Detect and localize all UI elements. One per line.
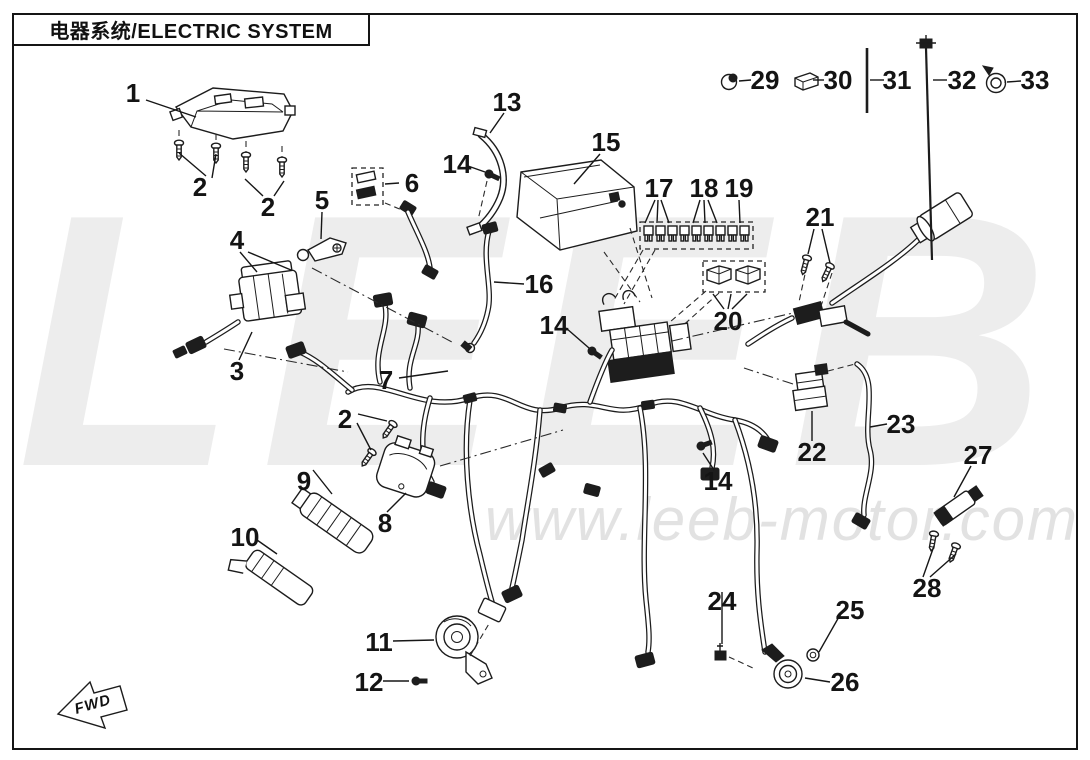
callout-31: 31 — [882, 65, 912, 95]
callout-7: 7 — [378, 365, 394, 395]
title-box: 电器系统/ELECTRIC SYSTEM — [12, 13, 370, 46]
leader-lines — [145, 79, 1022, 683]
part-battery-strap — [466, 126, 503, 236]
callout-13: 13 — [492, 87, 522, 117]
callout-27: 27 — [963, 440, 993, 470]
callout-18: 18 — [689, 173, 719, 203]
part-bracket-10 — [227, 549, 314, 606]
callout-23: 23 — [886, 409, 916, 439]
callout-22: 22 — [797, 437, 827, 467]
callout-6: 6 — [404, 168, 420, 198]
part-ground-cable — [460, 221, 499, 354]
callout-2c: 2 — [337, 404, 353, 434]
part-sensor-27 — [925, 485, 984, 565]
part-handlebar-switch — [745, 192, 973, 347]
part-module-9 — [291, 487, 374, 554]
part-fusebox-assembly — [598, 289, 692, 383]
callout-15: 15 — [591, 127, 621, 157]
part-battery — [516, 159, 653, 303]
callout-26: 26 — [830, 667, 860, 697]
callout-21: 21 — [805, 202, 835, 232]
callout-8: 8 — [377, 508, 393, 538]
callout-29: 29 — [750, 65, 780, 95]
callout-10: 10 — [230, 522, 260, 552]
page-title: 电器系统/ELECTRIC SYSTEM — [49, 21, 333, 43]
callout-11: 11 — [365, 627, 393, 657]
part-fuse-row — [639, 221, 754, 250]
callout-4: 4 — [229, 225, 245, 255]
callout-25: 25 — [835, 595, 865, 625]
page-border — [12, 13, 1078, 750]
callout-9: 9 — [296, 466, 312, 496]
callout-17: 17 — [644, 173, 674, 203]
callout-2a: 2 — [192, 172, 208, 202]
part-diode-box — [351, 167, 418, 217]
callout-16: 16 — [524, 269, 554, 299]
callout-14b: 14 — [539, 310, 569, 340]
part-bracket-sensor — [296, 237, 347, 262]
part-cdi-module — [172, 260, 307, 359]
construction-lines — [223, 202, 794, 467]
part-regulator — [357, 418, 436, 498]
callout-14a: 14 — [442, 149, 472, 179]
callout-2b: 2 — [260, 192, 276, 222]
callout-14c: 14 — [703, 466, 733, 496]
part-clamp-33 — [981, 65, 1007, 94]
callout-5: 5 — [314, 185, 330, 215]
part-cable-tie-32 — [916, 35, 936, 261]
fwd-arrow: FWD — [56, 680, 128, 730]
callout-33: 33 — [1020, 65, 1050, 95]
callout-19: 19 — [724, 173, 754, 203]
callout-12: 12 — [354, 667, 384, 697]
part-horn — [411, 615, 493, 686]
part-fuse-30 — [794, 72, 819, 91]
part-speed-sensor — [714, 643, 820, 689]
callout-32: 32 — [947, 65, 977, 95]
callout-28: 28 — [912, 573, 942, 603]
part-grommet-29 — [720, 73, 738, 91]
callout-20: 20 — [713, 306, 743, 336]
callout-30: 30 — [823, 65, 853, 95]
callout-3: 3 — [229, 356, 245, 386]
part-relay-pair — [613, 249, 766, 331]
part-relay-22 — [743, 363, 856, 412]
callout-1: 1 — [125, 78, 141, 108]
callout-24: 24 — [707, 586, 737, 616]
